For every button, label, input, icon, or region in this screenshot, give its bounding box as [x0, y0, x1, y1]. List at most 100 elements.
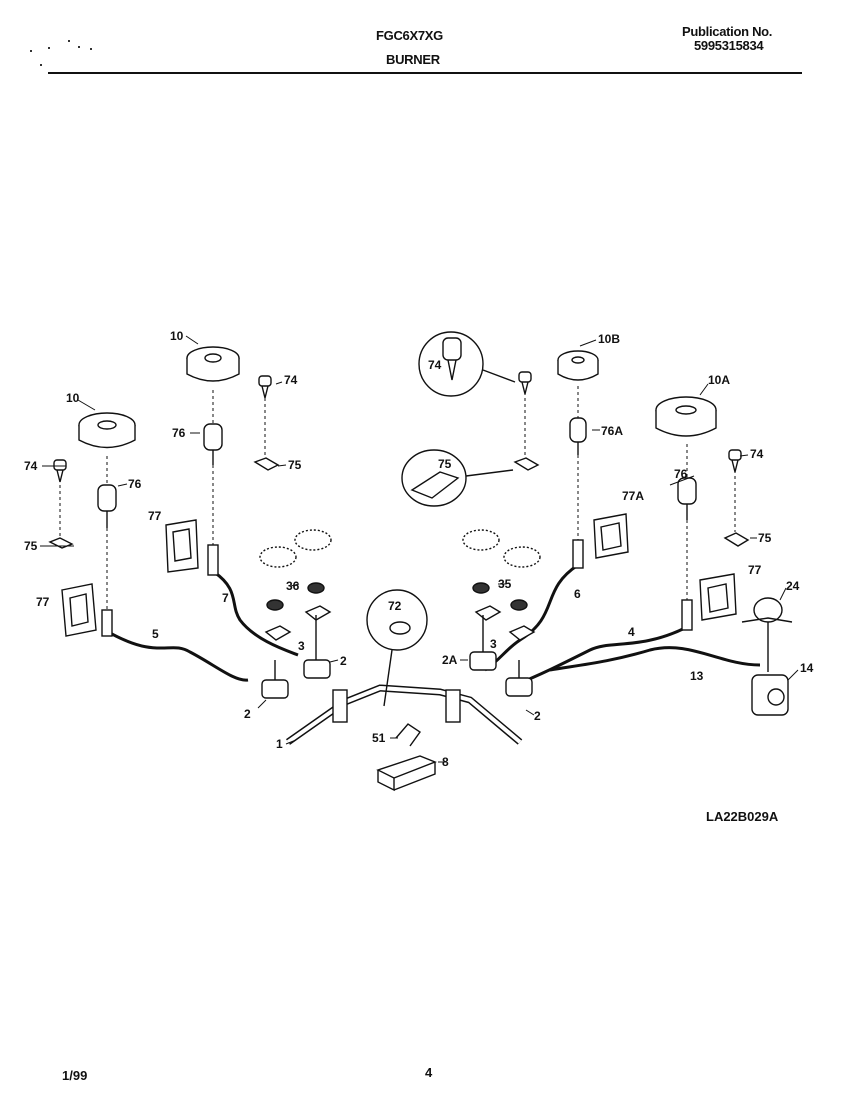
callout-75: 75	[288, 458, 302, 472]
model-number: FGC6X7XG	[376, 28, 443, 43]
callout-10: 10	[170, 329, 184, 343]
tube-4	[514, 626, 686, 687]
grommet-36	[307, 582, 325, 594]
grommet-36	[266, 599, 284, 611]
grommet-35	[472, 582, 490, 594]
callout-4: 4	[628, 625, 635, 639]
callout-77: 77	[36, 595, 50, 609]
spark-igniter-24	[741, 597, 793, 672]
callout-76: 76	[172, 426, 186, 440]
callout-74: 74	[428, 358, 442, 372]
burner-head-10A	[655, 396, 717, 437]
orifice-76-left	[97, 484, 117, 528]
callout-74: 74	[24, 459, 38, 473]
callout-8: 8	[442, 755, 449, 769]
callout-1: 1	[276, 737, 283, 751]
callout-3: 3	[298, 639, 305, 653]
manifold-pipe	[285, 684, 523, 745]
callout-76: 76	[128, 477, 142, 491]
callout-3: 3	[490, 637, 497, 651]
callout-76A: 76A	[601, 424, 623, 438]
bracket-77-center	[165, 519, 199, 573]
bracket-77-left	[61, 583, 97, 637]
callout-77: 77	[148, 509, 162, 523]
publication-label: Publication No.	[682, 24, 773, 39]
header-rule	[48, 72, 802, 74]
callout-2: 2	[244, 707, 251, 721]
detail-bubble-74	[418, 331, 484, 397]
callout-75: 75	[758, 531, 772, 545]
fitting	[101, 609, 113, 637]
fitting	[572, 539, 584, 569]
spud-3	[264, 625, 292, 641]
callout-51: 51	[372, 731, 386, 745]
callout-7: 7	[222, 591, 229, 605]
callout-77A: 77A	[622, 489, 644, 503]
regulator-14	[751, 674, 789, 716]
scan-speck	[40, 64, 42, 66]
bracket-51	[395, 723, 421, 747]
callout-13: 13	[690, 669, 704, 683]
callout-77: 77	[748, 563, 762, 577]
orifice-76-center	[203, 423, 223, 465]
orifice-76-right	[677, 477, 697, 520]
callout-10: 10	[66, 391, 80, 405]
scan-speck	[48, 47, 50, 49]
callout-74: 74	[750, 447, 764, 461]
seal-35-b	[503, 546, 541, 568]
screw-74-c	[518, 371, 532, 395]
scan-speck	[78, 46, 80, 48]
callout-74: 74	[284, 373, 298, 387]
callout-76: 76	[674, 467, 688, 481]
fitting	[681, 599, 693, 631]
callout-75: 75	[24, 539, 38, 553]
callout-36: 36	[286, 579, 300, 593]
seal-35-a	[462, 529, 500, 551]
callout-72: 72	[388, 599, 402, 613]
callout-6: 6	[574, 587, 581, 601]
burner-head-10-center	[186, 346, 240, 382]
footer-date: 1/99	[62, 1068, 88, 1083]
scan-speck	[90, 48, 92, 50]
orifice-76A	[569, 417, 587, 455]
grommet-35	[510, 599, 528, 611]
seal-36-b	[294, 529, 332, 551]
callout-75: 75	[438, 457, 452, 471]
valve-2-center	[303, 615, 331, 679]
screw-74-b	[258, 375, 272, 399]
spud-3	[304, 605, 332, 621]
scan-speck	[30, 50, 32, 52]
drawing-id: LA22B029A	[706, 809, 779, 824]
burner-head-10-left	[78, 412, 136, 449]
valve-2-left	[261, 660, 289, 699]
screw-74-a	[53, 459, 67, 483]
callout-14: 14	[800, 661, 814, 675]
callout-2: 2	[340, 654, 347, 668]
spud-3	[474, 605, 502, 621]
callout-5: 5	[152, 627, 159, 641]
page-number: 4	[425, 1065, 433, 1080]
callout-10B: 10B	[598, 332, 620, 346]
section-title: BURNER	[386, 52, 440, 67]
clip-75-d	[723, 532, 750, 547]
callout-10A: 10A	[708, 373, 730, 387]
valve-2A	[469, 615, 497, 671]
clip-75-c	[513, 457, 540, 471]
clip-75-b	[253, 457, 280, 471]
callout-2A: 2A	[442, 653, 458, 667]
bracket-77-right	[699, 573, 737, 621]
valve-2-right	[505, 660, 533, 697]
tube-5	[109, 631, 249, 682]
detail-bubble-72	[366, 589, 428, 651]
scan-speck	[68, 40, 70, 42]
publication-number: 5995315834	[694, 38, 764, 53]
callout-24: 24	[786, 579, 800, 593]
tube-7	[213, 570, 299, 657]
callout-35: 35	[498, 577, 512, 591]
tube-13	[549, 646, 761, 672]
burner-head-10B	[557, 350, 599, 381]
bracket-77A	[593, 513, 629, 559]
callout-2: 2	[534, 709, 541, 723]
spud-3	[508, 625, 536, 641]
